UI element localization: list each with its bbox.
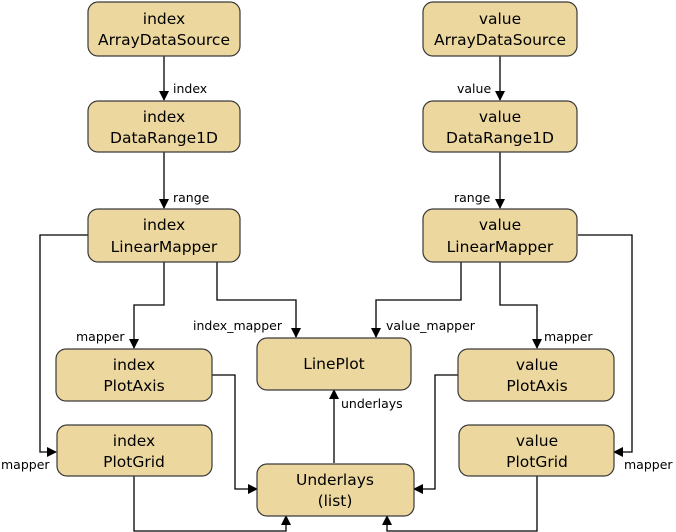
node-value-grid-line1: value <box>516 432 558 450</box>
edge-value-lm-to-grid <box>578 234 633 457</box>
node-index-axis-line1: index <box>113 356 155 374</box>
edge-labels: index value range range mapper index_map… <box>1 81 673 472</box>
node-lineplot-line1: LinePlot <box>303 355 365 373</box>
edge-index-lm-to-axis <box>129 262 165 349</box>
node-value-grid-line2: PlotGrid <box>506 453 568 471</box>
edge-index-lm-to-grid <box>39 234 88 457</box>
label-mapper-left-axis: mapper <box>76 329 125 344</box>
label-value: value <box>457 81 491 96</box>
node-index-ads-line2: ArrayDataSource <box>98 31 230 49</box>
node-index-plot-axis: index PlotAxis <box>55 348 213 402</box>
node-index-lm-line2: LinearMapper <box>111 238 218 256</box>
node-index-array-data-source: index ArrayDataSource <box>87 1 241 57</box>
edge-value-lm-to-axis <box>499 262 542 349</box>
node-index-plot-grid: index PlotGrid <box>56 424 213 477</box>
label-index: index <box>173 81 207 96</box>
node-underlays-line2: (list) <box>318 492 353 510</box>
node-underlays-line1: Underlays <box>296 471 374 489</box>
edge-value-axis-to-underlays <box>413 374 458 494</box>
node-index-lm-line1: index <box>143 216 185 234</box>
node-index-dr-line1: index <box>143 108 185 126</box>
node-index-axis-line2: PlotAxis <box>103 377 164 395</box>
edge-index-grid-to-underlays <box>133 476 291 532</box>
node-value-plot-axis: value PlotAxis <box>457 348 615 402</box>
label-mapper-left-grid: mapper <box>1 457 50 472</box>
node-index-grid-line2: PlotGrid <box>103 453 165 471</box>
node-value-axis-line1: value <box>516 356 558 374</box>
node-index-grid-line1: index <box>113 432 155 450</box>
label-value-mapper: value_mapper <box>386 318 476 333</box>
label-underlays: underlays <box>341 396 403 411</box>
node-index-ads-line1: index <box>143 10 185 28</box>
node-value-lm-line1: value <box>479 216 521 234</box>
node-index-dr-line2: DataRange1D <box>110 129 218 147</box>
node-value-dr-line2: DataRange1D <box>446 129 554 147</box>
node-value-data-range: value DataRange1D <box>422 100 578 153</box>
node-index-data-range: index DataRange1D <box>87 100 241 153</box>
edges <box>39 56 633 532</box>
node-value-ads-line1: value <box>479 10 521 28</box>
label-mapper-right-axis: mapper <box>544 329 593 344</box>
edge-index-lm-to-lineplot <box>216 262 301 338</box>
node-value-array-data-source: value ArrayDataSource <box>422 1 578 57</box>
label-range-right: range <box>454 190 491 205</box>
node-underlays-list: Underlays (list) <box>256 463 415 517</box>
node-value-lm-line2: LinearMapper <box>447 238 554 256</box>
label-range-left: range <box>173 190 210 205</box>
node-index-linear-mapper: index LinearMapper <box>87 208 241 263</box>
node-value-linear-mapper: value LinearMapper <box>422 208 578 263</box>
node-value-axis-line2: PlotAxis <box>506 377 567 395</box>
node-lineplot: LinePlot <box>256 337 412 391</box>
edge-index-axis-to-underlays <box>212 374 258 494</box>
node-value-ads-line2: ArrayDataSource <box>434 31 566 49</box>
label-mapper-right-grid: mapper <box>624 457 673 472</box>
edge-value-grid-to-underlays <box>382 476 538 532</box>
label-index-mapper: index_mapper <box>193 318 283 333</box>
node-value-dr-line1: value <box>479 108 521 126</box>
node-value-plot-grid: value PlotGrid <box>458 424 615 477</box>
edge-value-lm-to-lineplot <box>371 262 462 338</box>
